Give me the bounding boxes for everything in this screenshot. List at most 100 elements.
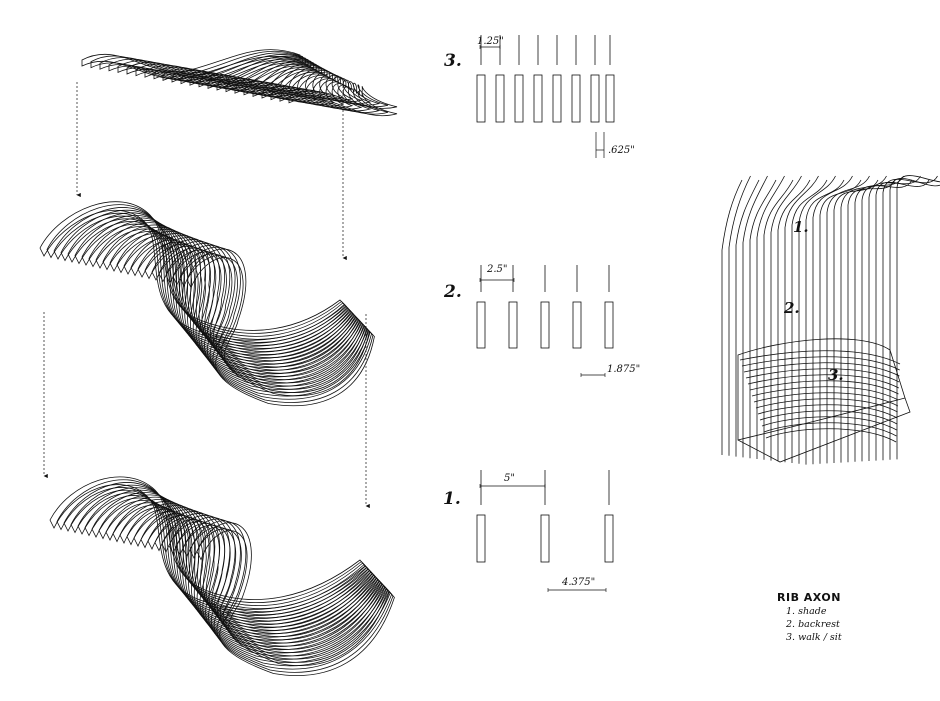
rib-section — [476, 301, 486, 349]
axon-base-edge — [737, 397, 911, 463]
rib-curve — [279, 84, 389, 115]
rib-curve — [81, 49, 301, 80]
rib-spacing-diagrams: 3. 1.25" .625" 2. 2.5" 1.875" 1. 5" 4.37… — [443, 35, 640, 593]
exploded-assembly-views — [39, 49, 398, 676]
rib-curve — [109, 226, 360, 371]
rib-curve — [171, 65, 328, 96]
axon-seat-rib — [741, 356, 900, 371]
axon-fin — [756, 175, 785, 459]
assembly-view-middle — [39, 201, 375, 407]
rib-spacing-group — [476, 265, 614, 349]
rib-curve — [252, 79, 363, 110]
dimension-label-spacing: 1.25" — [477, 36, 504, 47]
rib-curve — [108, 54, 309, 84]
legend: RIB AXON 1. shade 2. backrest 3. walk / … — [777, 591, 842, 643]
spacing-diagram-label: 1. — [443, 489, 461, 509]
legend-item: 3. walk / sit — [786, 632, 842, 643]
spacing-diagram-1: 1. 5" 4.375" — [443, 470, 614, 593]
axon-fin — [763, 179, 794, 460]
rib-curve — [112, 499, 379, 638]
rib-spacing-group — [476, 470, 614, 563]
spacing-diagram-2: 2. 2.5" 1.875" — [443, 264, 640, 378]
axon-seat-rib — [745, 368, 900, 383]
axon-seat-rib — [739, 350, 901, 365]
axon-seat-rib — [755, 398, 898, 413]
assembly-view-top — [81, 49, 398, 116]
axon-seat-rib — [747, 374, 899, 389]
rib-section — [571, 74, 581, 123]
rib-curve — [90, 50, 304, 81]
rib-curve — [186, 248, 375, 407]
rib-section — [476, 514, 486, 563]
axon-seat-rib — [757, 404, 898, 419]
rib-section — [514, 74, 524, 123]
axon-fin — [728, 175, 751, 456]
rib-curve — [98, 494, 376, 632]
axon-fin — [875, 179, 930, 461]
axon-fin — [798, 175, 836, 464]
axon-fin — [805, 179, 845, 465]
axon-fin — [896, 175, 940, 460]
rib-curve — [99, 52, 306, 83]
axon-fin — [735, 179, 760, 457]
axon-fin — [749, 179, 777, 459]
axon-fin — [889, 178, 940, 460]
axon-seat-rib — [749, 380, 899, 395]
spacing-diagram-label: 2. — [443, 282, 462, 302]
dimension-label-gap: 1.875" — [607, 364, 640, 375]
spacing-diagram-label: 3. — [444, 51, 462, 71]
rib-curve — [126, 57, 314, 88]
axon-seat-surface — [737, 338, 906, 441]
dimension-label-gap: .625" — [608, 145, 635, 156]
projection-arrows — [43, 82, 370, 509]
rib-curve — [196, 522, 395, 676]
rib-section — [540, 514, 550, 563]
rib-curve — [261, 81, 372, 112]
axon-fin — [819, 179, 862, 464]
rib-curve — [270, 82, 381, 113]
rib-section — [552, 74, 562, 123]
axon-fin — [840, 175, 887, 463]
rib-curve — [144, 60, 320, 91]
rib-curve — [117, 55, 312, 86]
rib-curve — [126, 503, 381, 644]
rib-section — [495, 74, 505, 123]
rib-section — [590, 74, 600, 123]
legend-title: RIB AXON — [777, 591, 841, 604]
rib-curve — [243, 78, 354, 108]
axon-fin — [721, 179, 743, 455]
rib-section — [605, 74, 615, 123]
rib-axon-drawing: 1. 2. 3. — [721, 175, 940, 465]
axon-seat-rib — [743, 362, 900, 377]
axon-fin — [791, 179, 828, 463]
axon-seat-rib — [763, 422, 897, 437]
rib-section — [533, 74, 543, 123]
axon-fin — [882, 175, 938, 461]
rib-section — [508, 301, 518, 349]
rib-spacing-group — [476, 35, 615, 123]
assembly-view-bottom — [49, 476, 395, 676]
axon-seat-rib — [753, 392, 899, 407]
rib-section — [476, 74, 486, 123]
axon-seat-rib — [761, 416, 897, 431]
rib-section — [540, 301, 550, 349]
axon-fin — [826, 175, 870, 464]
axon-seat-rib — [759, 410, 898, 425]
axon-fin — [812, 175, 853, 465]
zone-label-shade: 1. — [793, 218, 809, 236]
spacing-diagram-3: 3. 1.25" .625" — [444, 35, 635, 158]
axon-fin — [777, 179, 811, 462]
rib-curve — [135, 58, 317, 89]
zone-label-backrest: 2. — [783, 299, 800, 317]
axon-fin — [742, 175, 768, 458]
rib-curve — [288, 86, 398, 116]
rib-curve — [105, 496, 377, 635]
axon-seat-rib — [765, 428, 897, 443]
axon-fin — [784, 175, 819, 463]
rib-axon-ribs — [721, 175, 940, 465]
dimension-label-spacing: 5" — [504, 473, 515, 484]
axon-seat-rib — [751, 386, 899, 401]
rib-section — [572, 301, 582, 349]
